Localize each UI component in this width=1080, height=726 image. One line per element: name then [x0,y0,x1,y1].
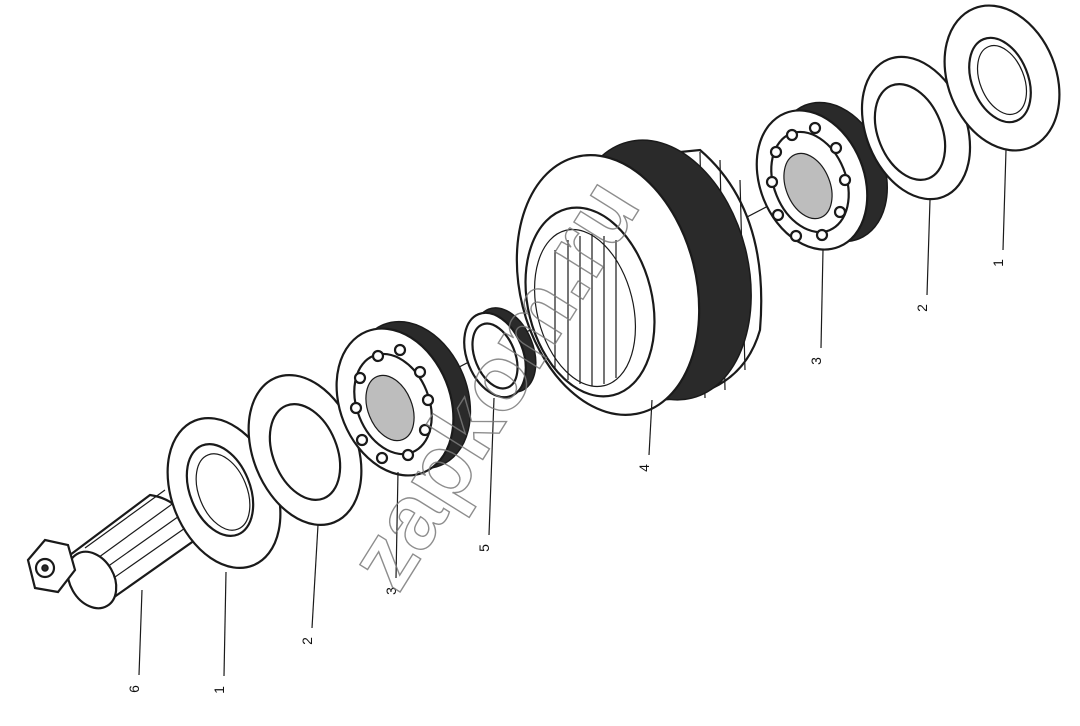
part-6-axle [26,489,197,610]
callout-2-left: 2 [299,637,315,645]
part-4-roller-drum [515,139,763,416]
part-3-left-bearing [335,320,472,477]
part-3-right-bearing [755,101,888,251]
leader-lines [138,149,1007,677]
part-1-right-seal [943,4,1061,152]
part-5-spacer-ring [463,307,537,399]
bearing-balls [349,343,435,465]
callout-2-right: 2 [914,304,930,312]
callout-5: 5 [476,544,492,552]
callout-3-left: 3 [383,587,399,595]
callout-1-right: 1 [990,259,1006,267]
callout-labels: 1 2 3 5 4 6 3 2 1 [126,259,1006,694]
bearing-balls [765,121,852,243]
callout-4: 4 [636,464,652,472]
callout-3-right: 3 [808,357,824,365]
callout-6: 6 [126,685,142,693]
callout-1-left: 1 [211,686,227,694]
part-2-right-washer [860,55,972,201]
